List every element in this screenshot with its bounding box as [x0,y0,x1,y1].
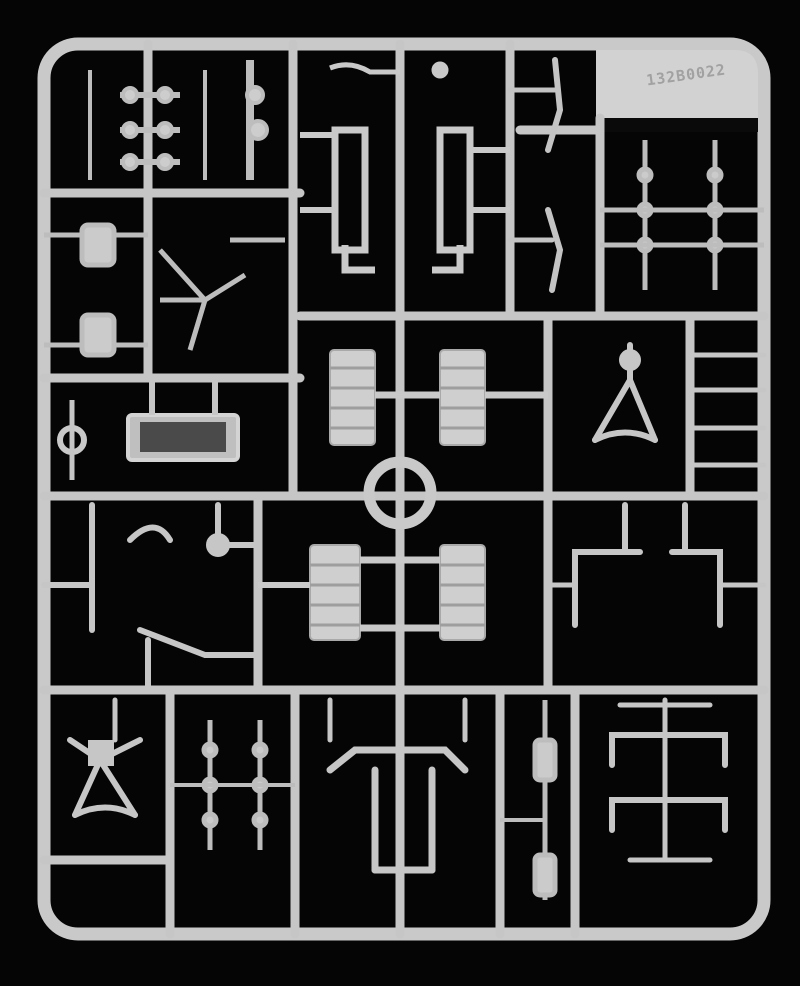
vertical-runners [143,39,695,939]
label-tab [596,50,758,118]
parts-cell-steering-unit [67,697,143,818]
parts-cell-y-pipe [326,697,469,874]
central-ring [363,456,437,530]
horizontal-runners [39,125,769,865]
parts-cell-twin-rails [300,61,510,274]
label-tab-dark-strip [600,118,758,132]
parts-cell-engine-blocks-lower [258,544,486,641]
parts-cell-top-left [88,60,269,180]
parts-cell-engine-blocks-upper [329,349,548,446]
parts-cell-radiator [57,378,240,480]
parts-cell-exhaust-pipes [545,502,767,628]
parts-cell-brackets [44,222,285,358]
parts-cell-hose-frames [609,697,728,863]
parts-cell-levers [507,57,564,293]
parts-cell-fittings [500,700,558,900]
parts-cell-linkages [41,502,261,693]
parts-cell-beaded-rods-bottom [170,720,295,850]
parts-cell-beaded-rods [600,140,764,290]
parts-cell-suspension-arms [592,342,767,468]
